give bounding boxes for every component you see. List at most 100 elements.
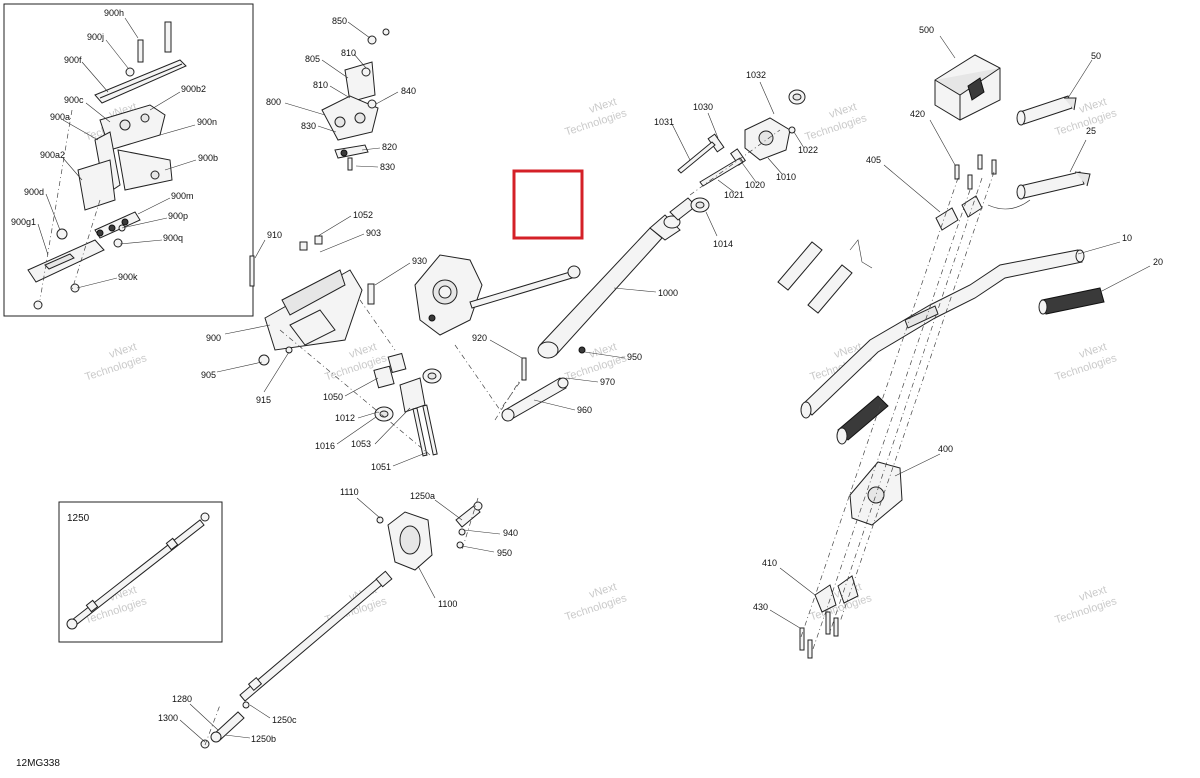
label-1052: 1052 <box>353 210 373 220</box>
label-950: 950 <box>497 548 512 558</box>
label-920: 920 <box>472 333 487 343</box>
label-1016: 1016 <box>315 441 335 451</box>
label-25: 25 <box>1086 126 1096 136</box>
leaders-center <box>216 215 429 467</box>
label-900a2: 900a2 <box>40 150 65 160</box>
part-405-clamp[interactable] <box>935 154 997 231</box>
label-1280: 1280 <box>172 694 192 704</box>
part-930-housing[interactable] <box>414 254 483 336</box>
label-900b: 900b <box>198 153 218 163</box>
centerline <box>461 497 479 551</box>
label-900b2: 900b2 <box>181 84 206 94</box>
centerline <box>829 177 983 633</box>
label-910: 910 <box>267 230 282 240</box>
label-50: 50 <box>1091 51 1101 61</box>
part-410-riser-lower[interactable] <box>799 575 859 659</box>
leaders-800 <box>284 21 399 168</box>
label-1053: 1053 <box>351 439 371 449</box>
inset-label-1250: 1250 <box>67 513 90 524</box>
part-960-drag-link[interactable] <box>501 346 586 422</box>
label-400: 400 <box>938 444 953 454</box>
part-800-bracket[interactable] <box>321 28 390 171</box>
centerline <box>689 129 781 196</box>
label-900h: 900h <box>104 8 124 18</box>
leaders-1010 <box>671 81 805 237</box>
label-900g1: 900g1 <box>11 217 36 227</box>
label-900q: 900q <box>163 233 183 243</box>
label-830: 830 <box>301 121 316 131</box>
centerline <box>811 189 971 653</box>
label-500: 500 <box>919 25 934 35</box>
labels-center: 910 1052 903 930 900 905 915 1050 1012 1… <box>201 210 427 472</box>
centerline <box>799 177 959 641</box>
label-20: 20 <box>1153 257 1163 267</box>
centerline <box>454 344 526 411</box>
centerline <box>494 379 521 421</box>
label-1021: 1021 <box>724 190 744 200</box>
label-1031: 1031 <box>654 117 674 127</box>
label-900c: 900c <box>64 95 84 105</box>
part-1250-tie-rod-inset[interactable] <box>66 512 210 630</box>
label-940: 940 <box>503 528 518 538</box>
label-840: 840 <box>401 86 416 96</box>
label-1250c: 1250c <box>272 715 297 725</box>
label-915: 915 <box>256 395 271 405</box>
part-25-grip-cap[interactable] <box>987 171 1091 210</box>
label-1300: 1300 <box>158 713 178 723</box>
label-1110: 1110 <box>340 487 359 497</box>
part-50-grip-cap[interactable] <box>1016 95 1077 126</box>
label-960: 960 <box>577 405 592 415</box>
label-10: 10 <box>1122 233 1132 243</box>
inset-box-900-series <box>3 3 254 317</box>
part-tie-rod-upper[interactable] <box>469 265 581 309</box>
label-900: 900 <box>206 333 221 343</box>
centerline <box>279 329 431 456</box>
label-900n: 900n <box>197 117 217 127</box>
label-900p: 900p <box>168 211 188 221</box>
label-830: 830 <box>380 162 395 172</box>
diagram-id: 12MG338 <box>16 758 60 769</box>
part-1010-column-clamp[interactable] <box>677 89 806 187</box>
part-1100-housing[interactable] <box>376 511 433 571</box>
label-810: 810 <box>341 48 356 58</box>
label-903: 903 <box>366 228 381 238</box>
leaders-handlebar <box>769 35 1151 629</box>
part-grip-left[interactable] <box>836 395 889 445</box>
labels-lower: 1110 1250a 940 950 1100 1280 1300 1250c … <box>158 487 518 744</box>
leaders-lower <box>179 497 501 743</box>
part-10-handlebar[interactable] <box>800 249 1085 419</box>
label-950: 950 <box>627 352 642 362</box>
inset-labels: 900h 900j 900f 900c 900b2 900a 900n 900a… <box>11 8 218 282</box>
part-900-bracket-assembly[interactable] <box>27 21 187 310</box>
label-1051: 1051 <box>371 462 391 472</box>
leaders-1000 <box>489 287 657 411</box>
part-1050-bushing-set[interactable] <box>373 352 442 457</box>
label-900d: 900d <box>24 187 44 197</box>
label-1050: 1050 <box>323 392 343 402</box>
label-900a: 900a <box>50 112 70 122</box>
part-20-grip[interactable] <box>1038 287 1105 315</box>
labels-handlebar: 500 50 420 25 405 10 20 400 410 430 <box>753 25 1163 612</box>
part-1250a-end[interactable] <box>455 501 483 549</box>
label-1250a: 1250a <box>410 491 435 501</box>
part-1250-tie-rod[interactable] <box>200 570 393 749</box>
label-410: 410 <box>762 558 777 568</box>
label-805: 805 <box>305 54 320 64</box>
part-1000-steering-column[interactable] <box>537 197 710 359</box>
part-400-riser[interactable] <box>849 461 903 526</box>
label-1022: 1022 <box>798 145 818 155</box>
part-500-bar-pad[interactable] <box>934 54 1001 121</box>
label-820: 820 <box>382 142 397 152</box>
label-405: 405 <box>866 155 881 165</box>
label-905: 905 <box>201 370 216 380</box>
part-900-steering-mount[interactable] <box>249 235 375 366</box>
centerline <box>359 299 396 351</box>
centerline <box>839 171 995 623</box>
label-800: 800 <box>266 97 281 107</box>
label-430: 430 <box>753 602 768 612</box>
label-1250b: 1250b <box>251 734 276 744</box>
label-1032: 1032 <box>746 70 766 80</box>
part-grip-accessories[interactable] <box>777 239 873 314</box>
